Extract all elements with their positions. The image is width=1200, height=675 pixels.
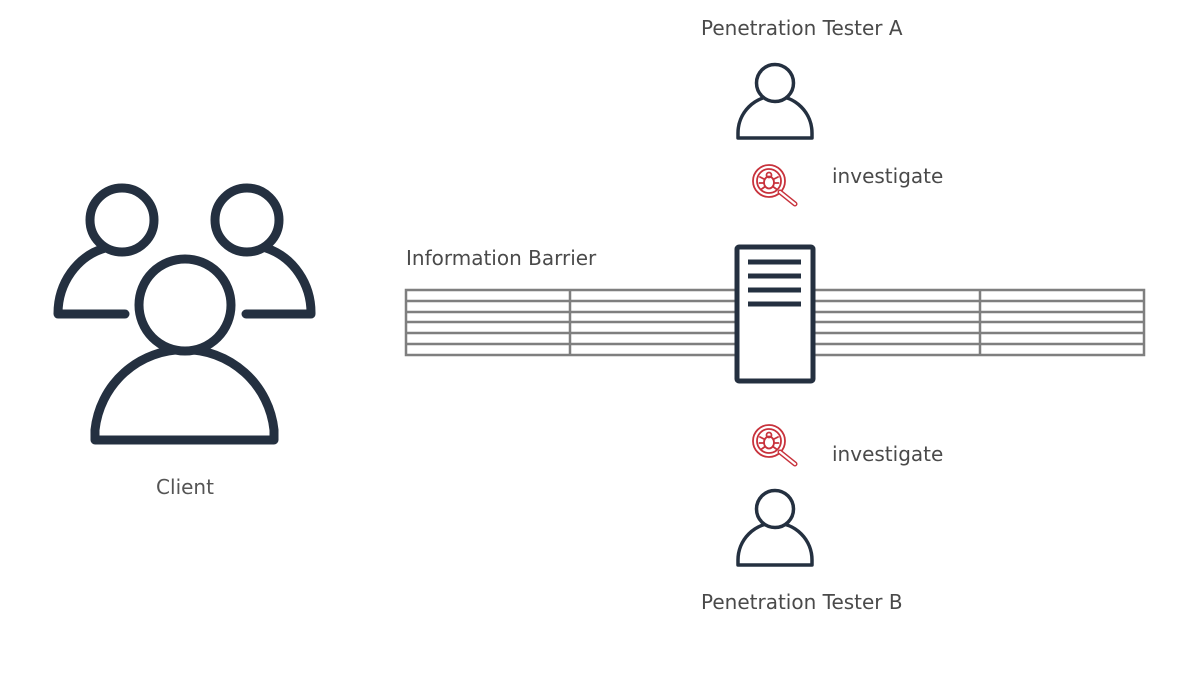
investigate-a-label: investigate <box>832 164 944 188</box>
client-front-person-body <box>90 344 279 445</box>
server-icon <box>734 244 816 384</box>
client-label: Client <box>156 475 214 499</box>
information-barrier-label: Information Barrier <box>406 246 597 270</box>
tester-a-label: Penetration Tester A <box>701 16 903 40</box>
client-back-right-head <box>210 183 284 257</box>
client-back-right-person <box>241 243 316 319</box>
bug-search-icon <box>752 424 798 467</box>
tester-b-user-icon <box>736 488 814 567</box>
user-group-icon <box>53 183 316 445</box>
tester-a-user-icon <box>736 62 814 140</box>
client-back-left-head <box>85 183 159 257</box>
tester-b-label: Penetration Tester B <box>701 590 903 614</box>
client-front-person-head <box>134 254 236 356</box>
client-back-left-person <box>53 243 130 319</box>
investigate-b-label: investigate <box>832 442 944 466</box>
bug-search-icon <box>752 164 798 207</box>
